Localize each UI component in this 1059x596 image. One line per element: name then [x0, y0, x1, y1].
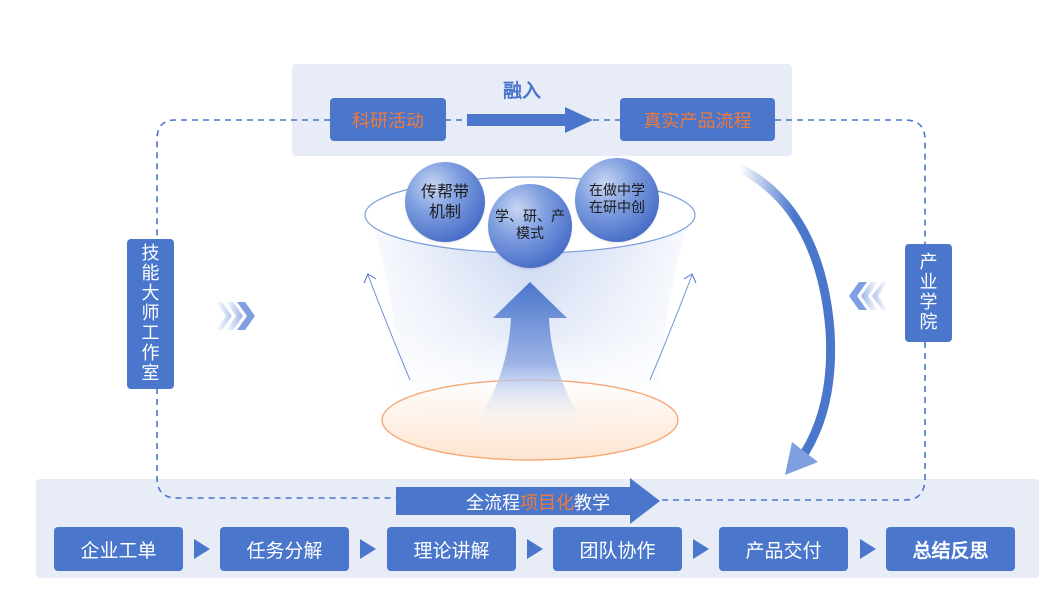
- industry-college-box: 产 业 学 院: [905, 244, 952, 342]
- vertical-char: 师: [141, 303, 160, 324]
- chevrons-left-icon: [849, 282, 888, 310]
- circle-study-research-production: 学、研、产 模式: [488, 184, 572, 268]
- curved-down-arrow: [737, 164, 836, 463]
- dashed-loop-path: [156, 119, 397, 499]
- circle-line: 在研中创: [589, 200, 645, 216]
- up-arrow: [470, 282, 590, 432]
- step-arrow-icon: [194, 539, 210, 559]
- merge-label: 融入: [503, 80, 542, 102]
- vertical-char: 学: [919, 292, 938, 313]
- vertical-char: 技: [141, 243, 160, 264]
- banner-suffix: 教学: [574, 493, 610, 514]
- step-theory-explanation: 理论讲解: [387, 527, 516, 571]
- step-arrow-icon: [693, 539, 709, 559]
- vertical-char: 产: [919, 252, 938, 273]
- circle-line: 机制: [428, 202, 461, 221]
- right-thin-arrow: [649, 274, 693, 381]
- banner-arrow-shape: [396, 478, 660, 524]
- step-arrow-icon: [860, 539, 876, 559]
- circle-line: 在做中学: [589, 183, 645, 199]
- vertical-char: 作: [141, 343, 160, 364]
- vertical-char: 工: [141, 323, 160, 344]
- circle-line: 传帮带: [420, 182, 469, 201]
- step-arrow-icon: [360, 539, 376, 559]
- step-enterprise-work-order: 企业工单: [54, 527, 183, 571]
- step-product-delivery: 产品交付: [719, 527, 848, 571]
- circle-line: 学、研、产: [495, 209, 565, 225]
- circle-mentorship: 传帮带 机制: [405, 162, 485, 242]
- chevrons-right-icon: [216, 302, 255, 330]
- real-product-process-box: 真实产品流程: [620, 98, 775, 141]
- step-summary-reflection: 总结反思: [886, 527, 1015, 571]
- dashed-loop-path-right: [660, 119, 926, 501]
- step-arrow-icon: [527, 539, 543, 559]
- vertical-char: 业: [919, 272, 938, 293]
- skill-master-studio-box: 技 能 大 师 工 作 室: [127, 239, 174, 389]
- real-product-process-label: 真实产品流程: [643, 110, 752, 132]
- banner-highlight: 项目化: [520, 493, 574, 514]
- circle-line: 模式: [516, 226, 544, 242]
- vertical-char: 能: [141, 263, 160, 284]
- research-activity-box: 科研活动: [330, 98, 446, 141]
- vertical-char: 院: [919, 312, 938, 333]
- merge-arrow: [467, 107, 593, 133]
- left-thin-arrow: [367, 274, 411, 381]
- vertical-char: 大: [141, 283, 160, 304]
- circle-learn-by-doing: 在做中学 在研中创: [575, 158, 659, 242]
- banner-label: 全流程项目化教学: [466, 489, 610, 515]
- vertical-char: 室: [141, 363, 160, 384]
- step-task-breakdown: 任务分解: [220, 527, 349, 571]
- research-activity-label: 科研活动: [352, 110, 424, 132]
- banner-prefix: 全流程: [466, 493, 520, 514]
- step-team-collaboration: 团队协作: [553, 527, 682, 571]
